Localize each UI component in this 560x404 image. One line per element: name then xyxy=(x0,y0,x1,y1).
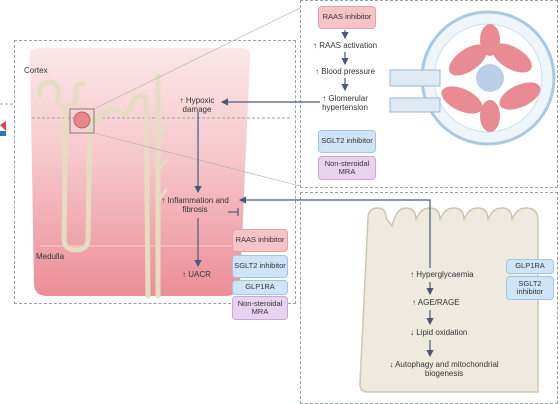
hyperglycaemia-label: ↑ Hyperglycaemia xyxy=(410,270,474,279)
lipid-oxidation-label: ↓ Lipid oxidation xyxy=(410,328,468,337)
uacr-label: ↑ UACR xyxy=(182,270,211,279)
glom-mra-badge: Non-steroidal MRA xyxy=(318,156,376,180)
mini-glomerulus xyxy=(73,111,91,129)
glomerulus-highlight-box xyxy=(69,108,95,134)
glomerulus-large xyxy=(389,10,556,146)
inflammation-label: ↑ Inflammation and fibrosis xyxy=(161,196,229,215)
age-rage-label: ↑ AGE/RAGE xyxy=(412,298,460,307)
glom-sglt2-inhibitor-badge: SGLT2 inhibitor xyxy=(318,130,376,153)
blood-pressure-label: ↑ Blood pressure xyxy=(314,67,376,76)
medulla-label: Medulla xyxy=(36,252,65,261)
glomerulus-panel-frame xyxy=(300,0,558,188)
left-edge-icon xyxy=(0,121,6,131)
glomerular-hypertension-label: ↑ Glomerular hypertension xyxy=(322,94,368,113)
nephron-tubule xyxy=(37,73,161,299)
kidney-glp1ra-badge: GLP1RA xyxy=(232,280,288,295)
epithelial-cell xyxy=(359,207,539,393)
hypoxic-damage-label: ↑ Hypoxic damage xyxy=(179,96,215,115)
glom-raas-inhibitor-badge: RAAS inhibitor xyxy=(318,6,376,29)
kidney-panel-frame xyxy=(14,40,296,304)
kidney-raas-inhibitor-badge: RAAS inhibitor xyxy=(232,229,288,252)
kidney-slab xyxy=(29,48,251,296)
collecting-duct-branches xyxy=(156,126,169,202)
raas-activation-label: ↑ RAAS activation xyxy=(312,41,378,50)
cortex-label: Cortex xyxy=(24,66,48,75)
cell-sglt2-inhibitor-badge: SGLT2 inhibitor xyxy=(506,276,554,300)
autophagy-label: ↓ Autophagy and mitochondrial biogenesis xyxy=(389,360,499,379)
kidney-sglt2-inhibitor-badge: SGLT2 inhibitor xyxy=(232,255,288,278)
cell-glp1ra-badge: GLP1RA xyxy=(506,259,554,274)
kidney-mra-badge: Non-steroidal MRA xyxy=(232,296,288,320)
